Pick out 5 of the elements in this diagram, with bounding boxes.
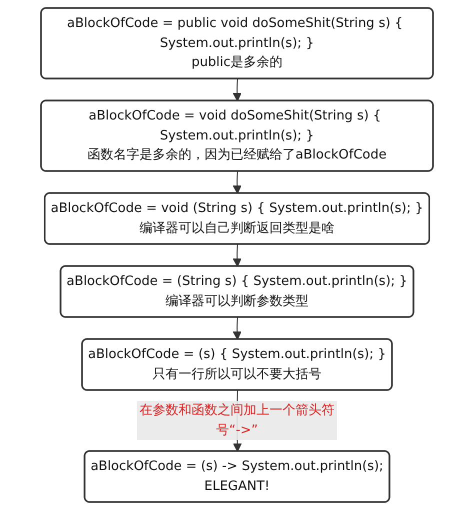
arrow bbox=[232, 317, 242, 340]
arrow bbox=[232, 78, 242, 102]
edge-label: 在参数和函数之间加上一个箭头符号“->” bbox=[140, 403, 334, 438]
arrow bbox=[232, 244, 242, 267]
arrow bbox=[232, 171, 242, 194]
